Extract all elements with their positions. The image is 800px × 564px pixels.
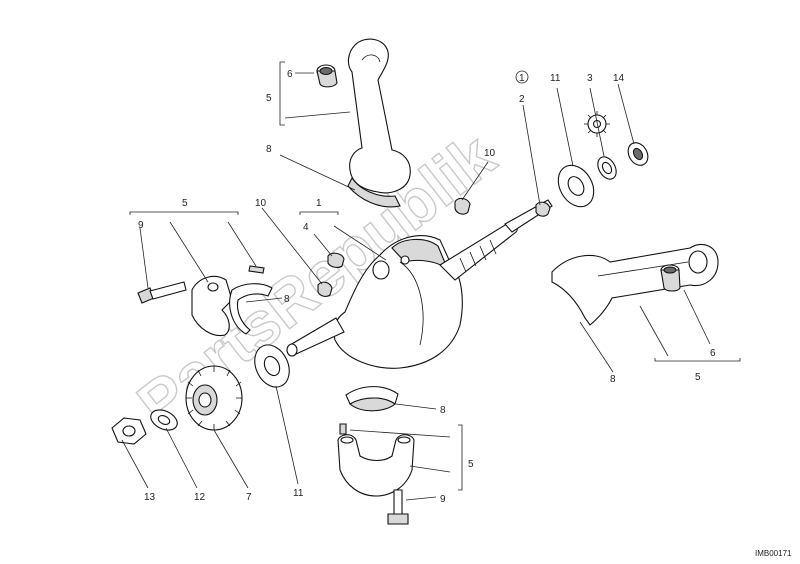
callout-bottom-12: 12 bbox=[194, 492, 206, 503]
callout-left-10: 10 bbox=[255, 198, 267, 209]
callout-left-1: 1 bbox=[316, 198, 322, 209]
timing-gear-7 bbox=[185, 365, 243, 431]
connecting-rod-right bbox=[551, 244, 719, 326]
callout-left-8: 8 bbox=[284, 294, 290, 305]
plug-4-left bbox=[327, 252, 345, 268]
callout-bottom-11: 11 bbox=[293, 488, 304, 499]
circled-number-marker bbox=[515, 70, 529, 84]
callout-cap-bottom-group: 5 bbox=[468, 459, 474, 470]
seal-ring-14 bbox=[627, 142, 649, 166]
callout-rod-right-group: 5 bbox=[695, 372, 701, 383]
connecting-rod-top bbox=[347, 38, 411, 208]
bearing-shell-bottom bbox=[345, 386, 399, 412]
callout-left-group: 5 bbox=[182, 198, 188, 209]
callout-left-4: 4 bbox=[303, 222, 309, 233]
callout-cap-bottom-9: 9 bbox=[440, 494, 446, 505]
callout-center-10: 10 bbox=[484, 148, 496, 159]
dowel-pin-bottom bbox=[339, 423, 347, 435]
callout-rod-right-6: 6 bbox=[710, 348, 716, 359]
bolt-9-bottom bbox=[387, 489, 409, 525]
washer-12 bbox=[150, 409, 178, 431]
callout-right-11: 11 bbox=[550, 73, 561, 84]
callout-bottom-13: 13 bbox=[144, 492, 156, 503]
callout-right-3: 3 bbox=[587, 73, 593, 84]
callout-left-9: 9 bbox=[138, 220, 144, 231]
callout-right-2: 2 bbox=[519, 94, 525, 105]
callout-right-14: 14 bbox=[613, 73, 625, 84]
callout-rod-top-bush: 6 bbox=[287, 69, 293, 80]
callout-labels: 5 6 8 1 2 11 3 14 10 5 9 10 1 4 8 6 8 5 … bbox=[138, 69, 716, 505]
dowel-10-center bbox=[454, 197, 471, 215]
nut-13 bbox=[111, 417, 147, 445]
callout-cap-bottom-8: 8 bbox=[440, 405, 446, 416]
bearing-shell-left bbox=[229, 283, 273, 335]
washer-11-right bbox=[557, 164, 595, 208]
rod-cap-bottom bbox=[337, 434, 415, 497]
main-cap-left bbox=[191, 275, 233, 337]
crank-pin-plug bbox=[535, 201, 551, 217]
callout-rod-right-8: 8 bbox=[610, 374, 616, 385]
dowel-10-left bbox=[317, 281, 333, 297]
callout-rod-top-bearing: 8 bbox=[266, 144, 272, 155]
callout-rod-top-group: 5 bbox=[266, 93, 272, 104]
bearing-ring-3 bbox=[597, 156, 617, 180]
bolt-9-left bbox=[137, 281, 187, 304]
gear-icon bbox=[584, 111, 610, 137]
dowel-pin-left bbox=[248, 265, 265, 274]
crankshaft bbox=[286, 199, 553, 369]
callout-bottom-7: 7 bbox=[246, 492, 252, 503]
callout-circled-1: 1 bbox=[519, 73, 525, 84]
rod-bush-right bbox=[660, 264, 681, 292]
reference-code: IMB00171 bbox=[755, 549, 792, 558]
washer-11-bottom bbox=[254, 344, 290, 388]
leader-lines bbox=[121, 61, 741, 501]
rod-bush-top bbox=[316, 64, 338, 88]
